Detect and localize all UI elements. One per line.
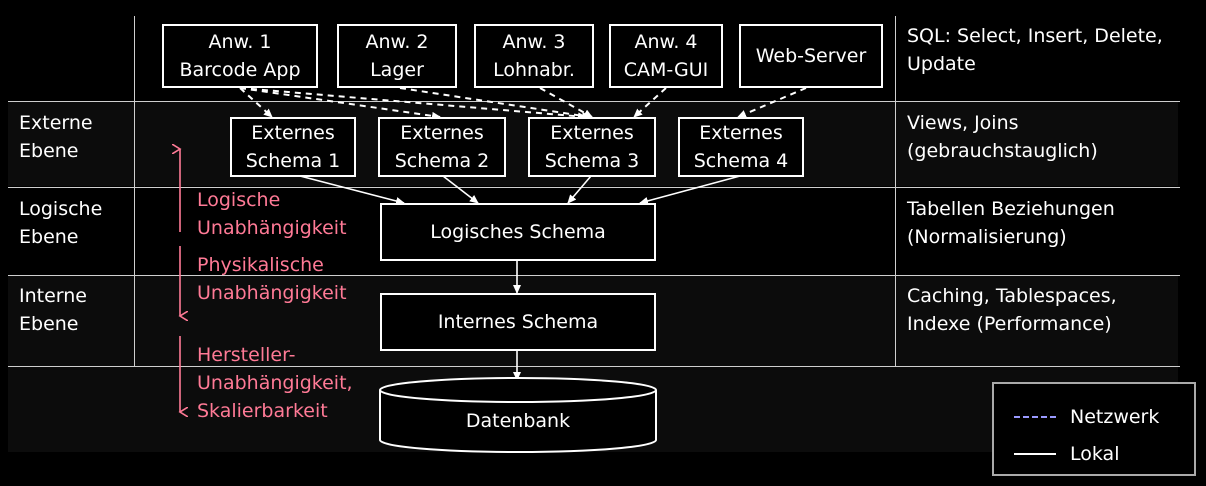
note-logical: Tabellen Beziehungen (Normalisierung) [907, 195, 1115, 251]
app-label: Anw. 2 [365, 31, 429, 53]
local-link-schema2-logical [442, 175, 479, 204]
external-schema-4: Externes Schema 4 [678, 117, 804, 177]
divider-line [8, 187, 1180, 188]
legend-label: Netzwerk [1070, 406, 1160, 428]
logical-independence-label: Logische Unabhängigkeit [197, 186, 347, 242]
solid-line-icon [1014, 453, 1056, 455]
independence-line: Unabhängigkeit [197, 282, 347, 304]
note-line: Views, Joins [907, 112, 1019, 134]
internal-schema-label: Internes Schema [437, 311, 599, 333]
level-label-line: Logische [19, 198, 103, 220]
schema-label: Externes [251, 122, 335, 144]
app-label: Lager [370, 59, 424, 81]
note-line: (gebrauchstauglich) [907, 140, 1098, 162]
level-label-line: Ebene [19, 140, 79, 162]
app-box-cam-gui: Anw. 4 CAM-GUI [609, 24, 723, 88]
divider-line [8, 366, 1180, 367]
level-label-external: Externe Ebene [19, 109, 93, 165]
app-box-web-server: Web-Server [739, 24, 883, 88]
net-link-app3-schema3 [539, 87, 593, 118]
level-label-line: Ebene [19, 313, 79, 335]
legend-item-network: Netzwerk [1014, 406, 1159, 428]
external-schema-2: Externes Schema 2 [378, 117, 506, 177]
vendor-independence-label: Hersteller- Unabhängigkeit, Skalierbarke… [197, 341, 353, 425]
app-label: Web-Server [755, 45, 867, 67]
app-label: Anw. 4 [634, 31, 698, 53]
app-label: Anw. 3 [502, 31, 566, 53]
net-link-app2-schema3 [399, 87, 591, 120]
app-box-barcode: Anw. 1 Barcode App [162, 24, 318, 88]
note-line: Caching, Tablespaces, [907, 285, 1117, 307]
dashed-line-icon [1014, 416, 1056, 418]
column-divider-right [895, 16, 896, 366]
schema-label: Schema 4 [693, 150, 789, 172]
database-cylinder [379, 377, 657, 453]
logical-schema-label: Logisches Schema [430, 221, 606, 243]
app-label: Anw. 1 [208, 31, 272, 53]
column-divider-left [134, 16, 135, 366]
level-label-logical: Logische Ebene [19, 195, 102, 251]
local-link-schema3-logical [567, 175, 592, 204]
level-label-line: Interne [19, 285, 87, 307]
note-internal: Caching, Tablespaces, Indexe (Performanc… [907, 282, 1117, 338]
app-label: CAM-GUI [623, 59, 709, 81]
divider-line [8, 101, 1180, 102]
legend-item-local: Lokal [1014, 443, 1119, 465]
note-line: SQL: Select, Insert, Delete, [907, 25, 1163, 47]
local-link-schema4-logical [639, 175, 741, 205]
app-label: Lohnabr. [493, 59, 575, 81]
independence-line: Skalierbarkeit [197, 400, 328, 422]
schema-label: Externes [550, 122, 634, 144]
note-external: Views, Joins (gebrauchstauglich) [907, 109, 1098, 165]
schema-label: Externes [699, 122, 783, 144]
independence-line: Logische [197, 189, 281, 211]
level-label-internal: Interne Ebene [19, 282, 87, 338]
internal-schema-box: Internes Schema [380, 293, 656, 351]
app-label: Barcode App [179, 59, 301, 81]
external-schema-1: Externes Schema 1 [230, 117, 356, 177]
independence-line: Unabhängigkeit [197, 217, 347, 239]
legend: Netzwerk Lokal [992, 382, 1196, 476]
schema-label: Schema 2 [394, 150, 490, 172]
independence-line: Unabhängigkeit, [197, 372, 353, 394]
divider-line [8, 275, 1180, 276]
level-label-line: Ebene [19, 226, 79, 248]
database-label: Datenbank [465, 410, 571, 432]
note-line: Indexe (Performance) [907, 313, 1112, 335]
legend-label: Lokal [1070, 443, 1120, 465]
schema-label: Externes [400, 122, 484, 144]
net-link-webserver-schema4 [737, 87, 807, 118]
schema-label: Schema 1 [245, 150, 341, 172]
logical-schema-box: Logisches Schema [380, 203, 656, 261]
note-line: (Normalisierung) [907, 226, 1067, 248]
local-link-schema1-logical [299, 175, 405, 205]
app-box-lager: Anw. 2 Lager [337, 24, 457, 88]
note-line: Tabellen Beziehungen [907, 198, 1115, 220]
net-link-app4-schema3 [633, 87, 667, 118]
schema-label: Schema 3 [544, 150, 640, 172]
net-link-app1-schema2 [239, 87, 441, 120]
net-link-app1-schema3 [239, 87, 587, 121]
net-link-app1-schema1 [239, 87, 273, 118]
note-apps: SQL: Select, Insert, Delete, Update [907, 22, 1163, 78]
note-line: Update [907, 53, 976, 75]
independence-line: Hersteller- [197, 344, 296, 366]
physical-independence-label: Physikalische Unabhängigkeit [197, 251, 347, 307]
level-label-line: Externe [19, 112, 93, 134]
independence-line: Physikalische [197, 254, 324, 276]
external-schema-3: Externes Schema 3 [528, 117, 656, 177]
app-box-lohnabr: Anw. 3 Lohnabr. [474, 24, 594, 88]
